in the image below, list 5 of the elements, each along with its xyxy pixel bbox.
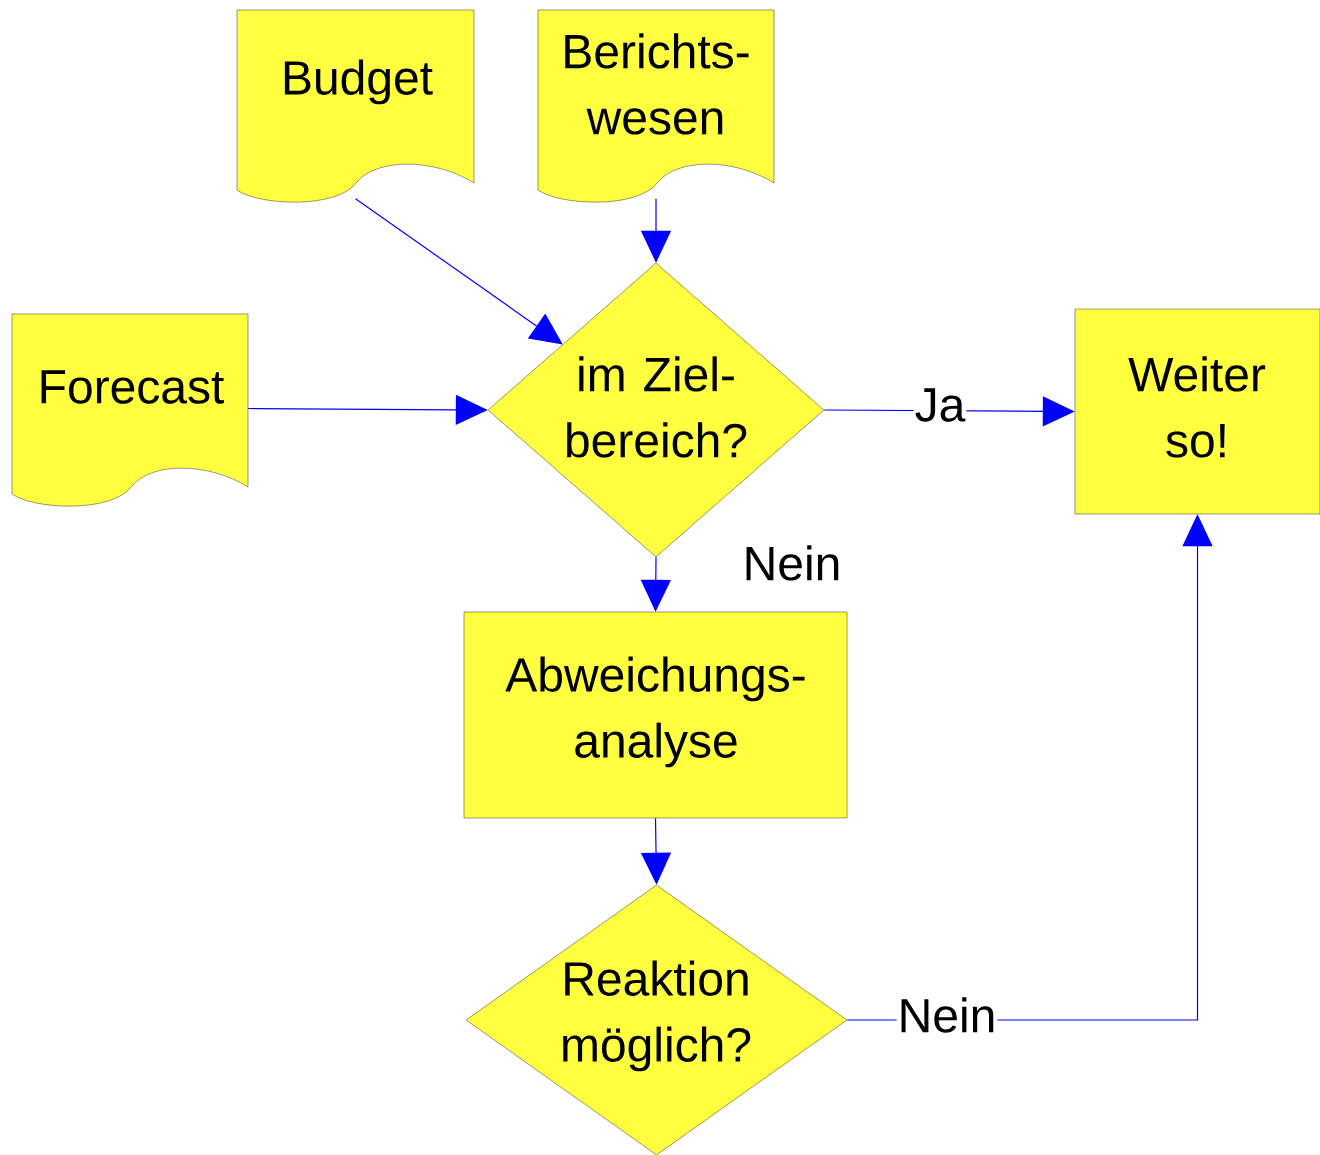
process-box: Weiter so! (1074, 308, 1320, 515)
edge-label: Ja (913, 387, 967, 423)
process-box: Abweichungs- analyse (463, 611, 848, 819)
arrow (354, 198, 563, 345)
edge-label: Nein (896, 996, 998, 1034)
